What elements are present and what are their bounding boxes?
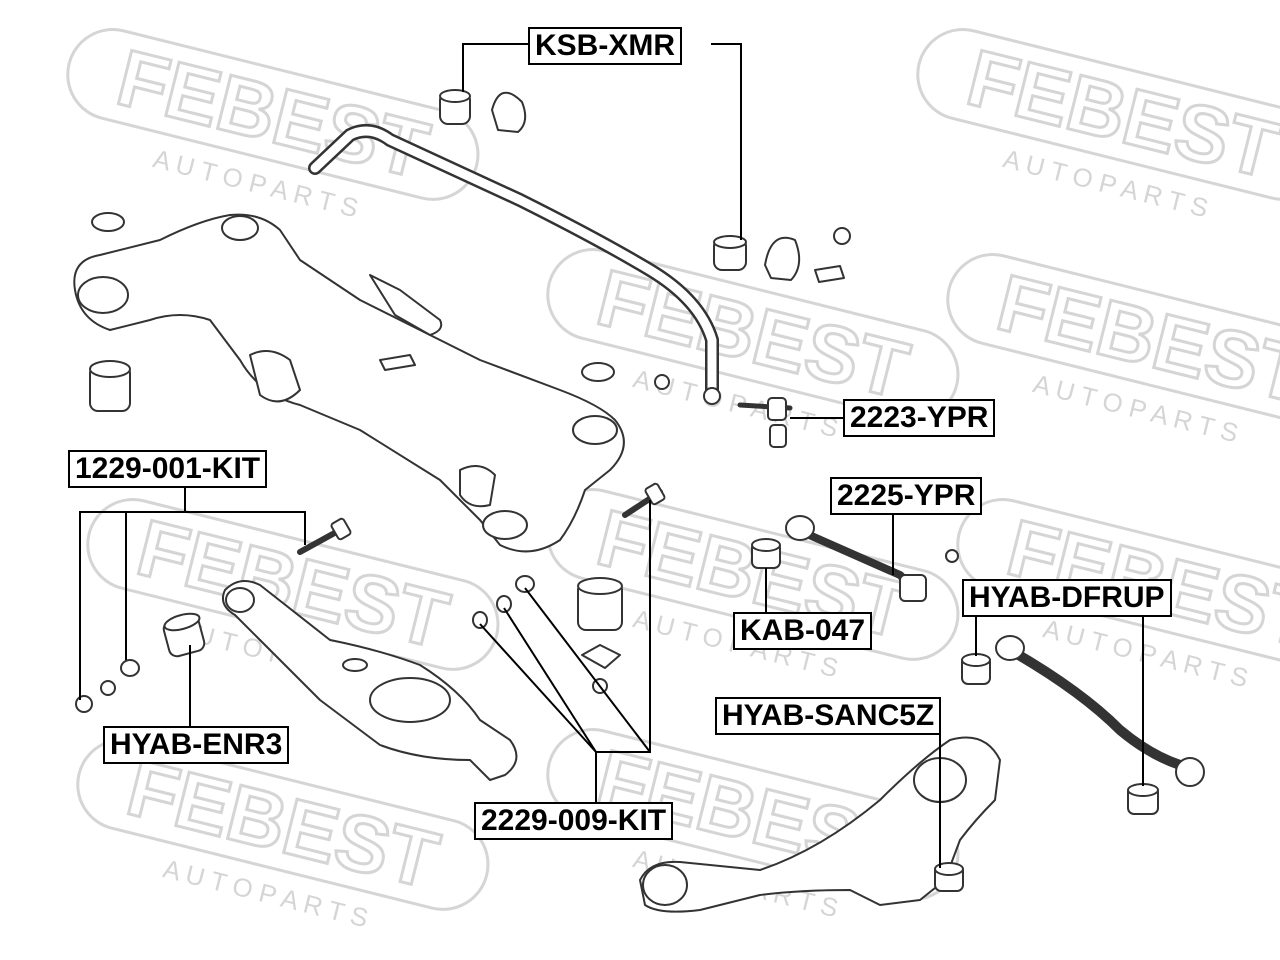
lower-control-arm [222,580,518,781]
arm-hole [342,658,368,672]
leader-lines [79,43,1144,868]
nut [472,611,488,629]
upper-arm-eye [1175,757,1205,787]
bushing-bracket [491,91,527,133]
trailing-arm-bushing-top [934,862,964,876]
washer [515,575,535,593]
nut [833,227,851,245]
mount-washer [581,362,615,382]
washer [120,659,140,677]
nut [100,680,116,696]
bushing-bracket [764,236,801,281]
subframe-mount [572,415,618,445]
trailing-arm-eye [642,864,688,906]
mount-washer [91,212,125,232]
subframe-bushing-top [89,360,131,378]
leader-hyab-dfrup [975,613,990,656]
watermark-febest: FEBEST A U T O P A R T S [916,28,1280,223]
part-label-kab-047: KAB-047 [733,612,873,650]
subframe-bracket [249,350,301,403]
nut [496,595,512,613]
stabilizer-link [767,397,787,421]
part-label-2229-009-kit: 2229-009-KIT [474,802,674,840]
leader-2229-009-kit [479,623,597,753]
bushing-plate [581,644,621,669]
part-label-1229-001-kit: 1229-001-KIT [68,450,268,488]
subframe-mount [221,215,259,241]
part-label-hyab-enr3: HYAB-ENR3 [103,726,290,764]
rear-subframe [73,213,625,553]
subframe-mount [482,510,528,540]
nut [654,374,670,390]
upper-arm [1005,645,1185,770]
part-label-ksb-xmr: KSB-XMR [528,27,682,65]
nut [75,695,93,713]
bolt-head [644,482,666,506]
watermark-febest: FEBEST A U T O P A R T S [76,738,490,933]
bolt [814,265,845,283]
part-label-2225-ypr: 2225-YPR [830,477,983,515]
subframe-bracket [459,465,496,508]
stabilizer-bushing-top [713,235,747,249]
subframe-mount [77,276,129,314]
rear-link-ball-joint [899,574,927,602]
rear-link-eye [785,515,815,541]
leader-1229-001-kit [185,511,306,545]
trailing-arm [639,736,1001,913]
stabilizer-bar-inner [310,126,717,395]
bolt [297,527,343,555]
spring-seat [369,677,451,723]
subframe-bracket-top [369,274,443,336]
leader-ksb-xmr-right [711,43,742,240]
part-label-hyab-dfrup: HYAB-DFRUP [962,579,1172,617]
subframe-bushing-top [577,577,623,595]
bolt-head [330,517,352,541]
stabilizer-bushing-top [439,89,471,103]
leader-2229-009-kit [524,587,651,753]
part-label-hyab-sanc5z: HYAB-SANC5Z [715,697,942,735]
arm-bushing-eye [225,587,255,613]
arm-bushing-top [163,612,201,632]
leader-2229-009-kit [595,500,651,802]
leader-ksb-xmr-left [462,43,528,92]
nut [945,549,959,563]
link-bushing-top [751,538,781,552]
leader-2229-009-kit [503,607,597,753]
upper-arm-eye [995,635,1025,661]
watermark-febest: FEBEST A U T O P A R T S [946,253,1280,448]
leader-1229-001-kit [79,485,186,700]
stabilizer-link [769,424,787,448]
subframe-slot [379,354,416,371]
stabilizer-bar-end [703,387,721,405]
part-label-2223-ypr: 2223-YPR [843,399,996,437]
